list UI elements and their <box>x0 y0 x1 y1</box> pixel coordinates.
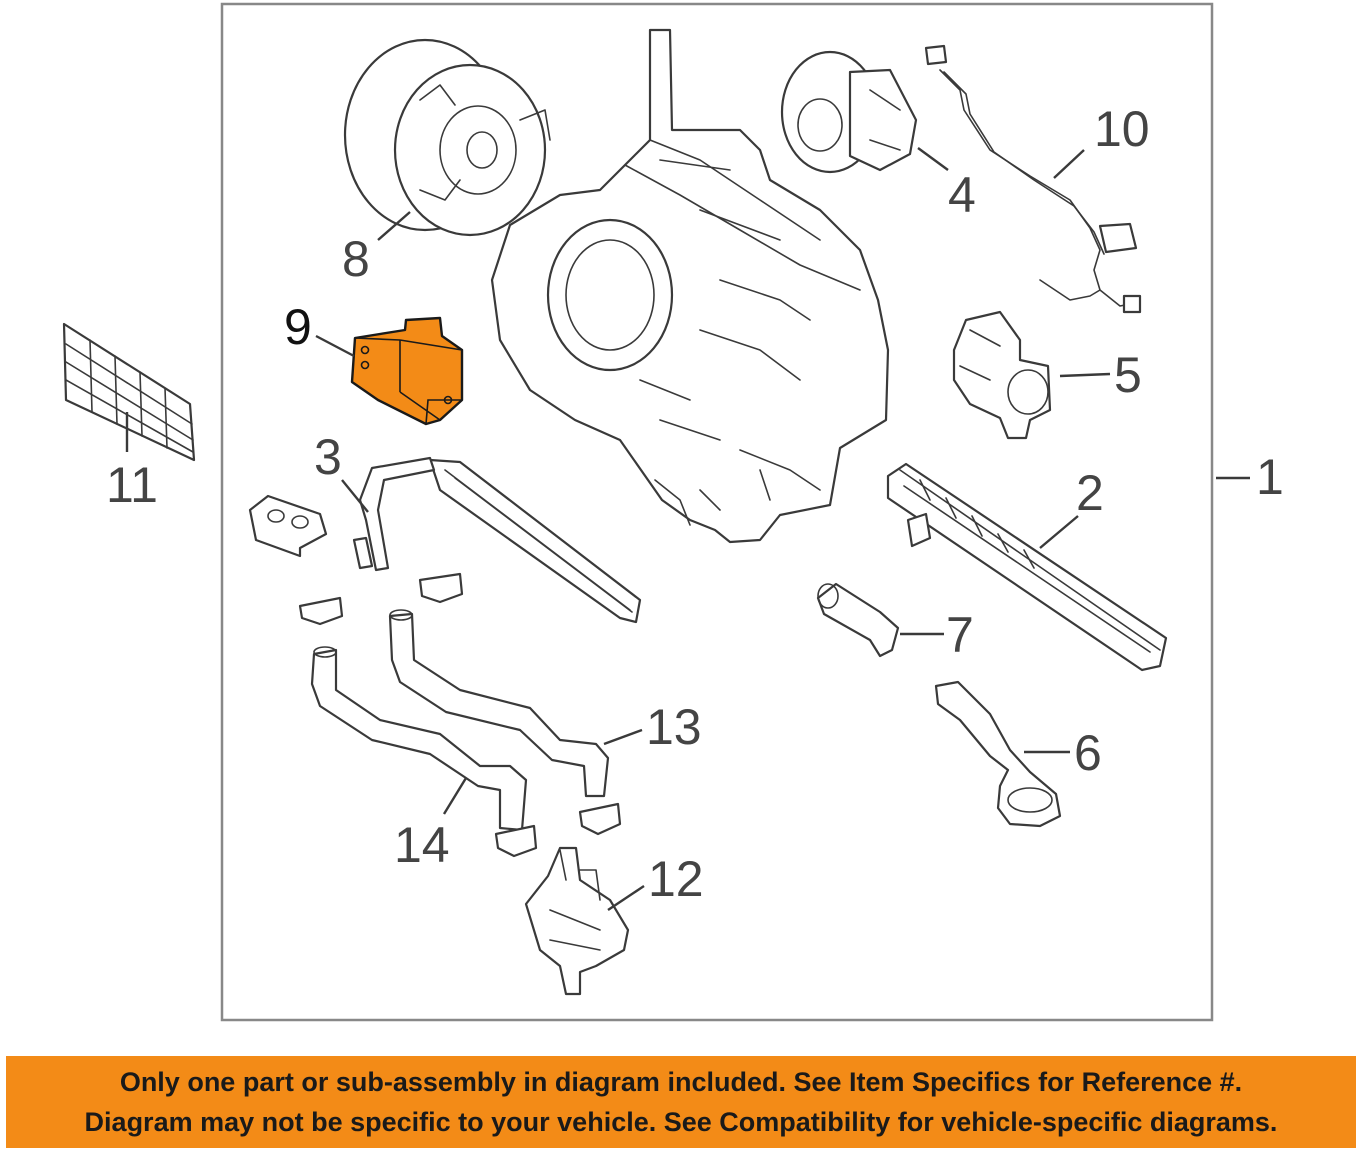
clip-bracket[interactable] <box>248 494 328 558</box>
leader-lines <box>125 147 1250 911</box>
callout-5: 5 <box>1114 347 1142 403</box>
callout-13: 13 <box>646 699 702 755</box>
part-6-drain-hose[interactable] <box>934 680 1062 828</box>
disclaimer-banner: Only one part or sub-assembly in diagram… <box>6 1056 1356 1148</box>
callout-14: 14 <box>394 817 450 873</box>
disclaimer-line-1: Only one part or sub-assembly in diagram… <box>119 1067 1243 1097</box>
part-10-wiring-harness[interactable] <box>924 44 1142 314</box>
parts-diagram: 1 2 3 4 5 6 7 8 9 10 11 12 13 14 <box>62 2 1284 1022</box>
leader-line-4 <box>917 147 949 171</box>
leader-line-10 <box>1053 149 1085 179</box>
part-3-heater-core[interactable] <box>352 456 642 624</box>
part-13-hose[interactable] <box>388 609 610 798</box>
part-1-hvac-case[interactable] <box>490 28 890 544</box>
leader-line-12 <box>607 885 645 911</box>
callout-9: 9 <box>284 299 312 355</box>
callout-12: 12 <box>648 851 704 907</box>
part-12-water-valve[interactable] <box>524 846 630 996</box>
leader-line-8 <box>377 211 411 241</box>
part-7-temp-sensor[interactable] <box>816 582 900 658</box>
leader-line-14 <box>442 777 468 815</box>
callout-7: 7 <box>946 607 974 663</box>
part-8-blower-motor[interactable] <box>343 38 551 237</box>
callout-8: 8 <box>342 231 370 287</box>
part-4-mode-actuator[interactable] <box>780 50 918 174</box>
hose-clamps[interactable] <box>298 572 622 858</box>
part-9-blower-resistor-highlighted[interactable] <box>350 316 464 426</box>
callout-3: 3 <box>314 429 342 485</box>
part-5-actuator[interactable] <box>952 310 1052 440</box>
callout-11: 11 <box>106 457 158 513</box>
callout-10: 10 <box>1094 101 1150 157</box>
leader-line-13 <box>603 728 643 746</box>
callout-4: 4 <box>948 167 976 223</box>
part-2-evaporator[interactable] <box>886 462 1168 672</box>
diagram-frame <box>220 2 1214 1022</box>
leader-line-2 <box>1039 515 1079 549</box>
callout-2: 2 <box>1076 465 1104 521</box>
callout-6: 6 <box>1074 725 1102 781</box>
callout-1: 1 <box>1256 449 1284 505</box>
part-11-filter[interactable] <box>62 322 196 462</box>
leader-line-3 <box>341 479 369 513</box>
leader-line-5 <box>1059 372 1111 378</box>
disclaimer-line-2: Diagram may not be specific to your vehi… <box>84 1107 1278 1137</box>
leader-line-9 <box>315 334 355 358</box>
